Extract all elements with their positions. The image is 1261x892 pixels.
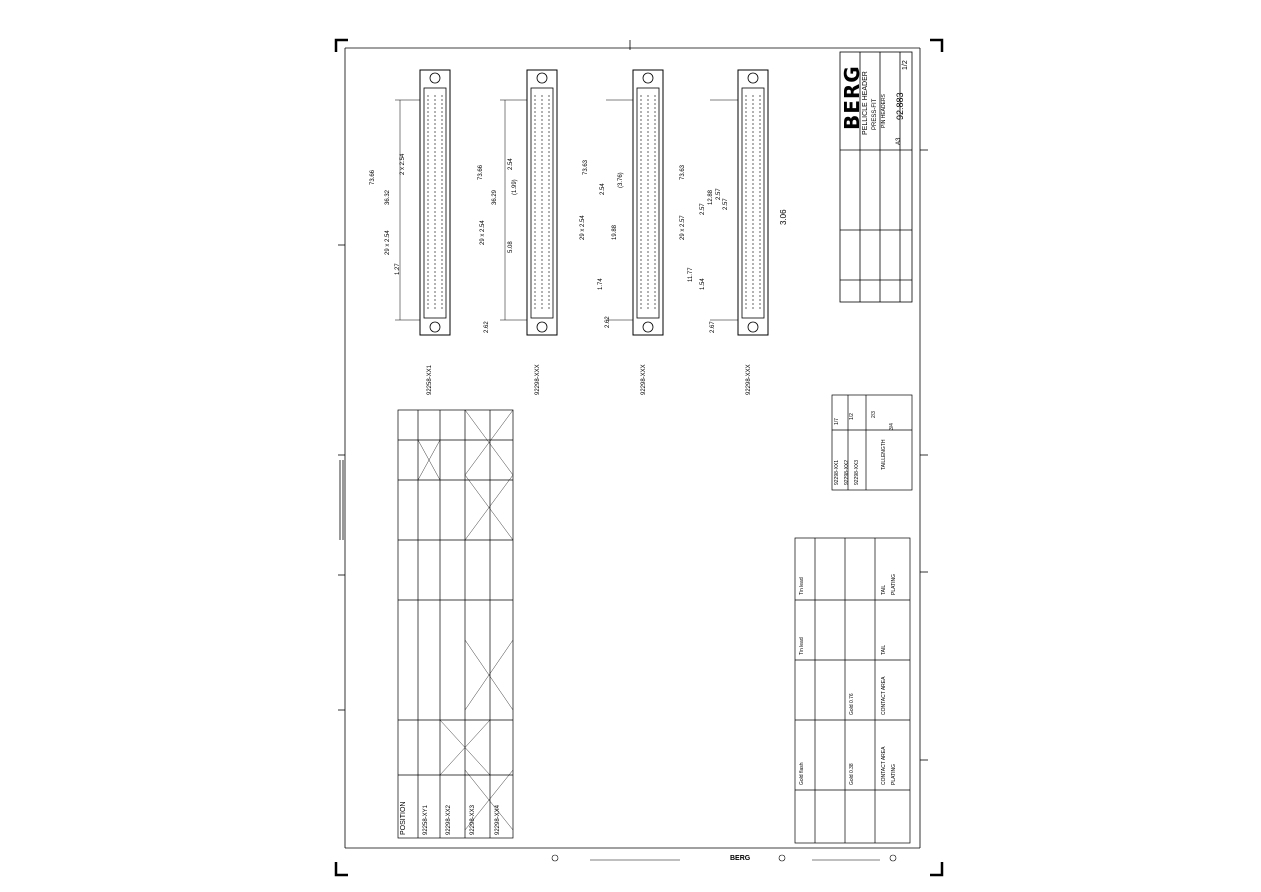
dim-overall-c: 73.63 [583,159,589,175]
dim-overall-a: 73.66 [370,169,376,185]
connector-2 [500,69,558,336]
dim-pitch-a: 29 x 2.54 [385,230,391,255]
sheet-size: A3 [896,137,902,145]
footer [551,854,897,862]
dim-d8: 2.54 [600,183,606,195]
dim-d7: 5.08 [508,241,514,253]
note-line-4: TAIL [881,644,887,655]
note-line-5: TAIL [881,584,887,595]
note-value-5: Tin lead [799,577,805,595]
rev-note: TAILLENGTH [881,439,887,470]
title-line-2: PRESS-FIT [872,98,878,130]
dim-pitch-b: 2 x 2.54 [400,153,406,175]
table-row-2: 92298-XX2 [446,804,452,835]
table-row-4: 92298-XX4 [495,804,501,835]
table-row-1: 92258-XY1 [423,804,429,835]
dim-d14: 2.57 [700,203,706,215]
title-line-3: PIN HEADERS [881,94,887,128]
dim-pitch-e: 29 x 2.57 [680,215,686,240]
dim-d17: 1.54 [700,278,706,290]
dim-d10: 19.88 [612,224,618,240]
title-line-1: PELLICLE HEADER [862,71,869,135]
note-value-2: Gold 0.38 [849,763,855,785]
dim-d16: 2.57 [716,188,722,200]
dim-d5: (1.99) [512,179,518,195]
connector-3 [606,69,664,336]
dim-d11: 1.74 [598,278,604,290]
dim-d12: 2.62 [605,316,611,328]
dim-d13: 73.63 [680,164,686,180]
note-line-6: PLATING [891,573,897,595]
notes-table [794,537,911,844]
note-line-3: CONTACT AREA [881,676,887,715]
rev-label-2: 1/2 [849,413,855,420]
rev-label-3: 2/3 [871,411,877,418]
dim-d4: 2.54 [508,158,514,170]
note-value-4: Tin lead [799,637,805,655]
rev-row-2: 92298-XX2 [844,459,850,485]
rev-row-3: 92298-XX3 [854,459,860,485]
drawing-number: 92.883 [895,92,905,120]
table-header: POSITION [400,801,407,835]
part-label-3: 92298-XXX [641,364,647,395]
table-row-3: 92298-XX3 [470,804,476,835]
dim-d20: 2.67 [710,321,716,333]
title-block [839,51,913,303]
sheet-number: 1/2 [902,60,909,70]
brand-logo: BERG [840,65,864,130]
dim-d6: 2.62 [484,321,490,333]
dim-scale: 3.06 [779,209,788,225]
part-label-4: 92298-XXX [746,364,752,395]
dim-pitch-d: 29 x 2.54 [580,215,586,240]
revision-table [831,394,913,491]
position-table [397,409,514,839]
rev-label-4: 3/4 [889,423,895,430]
dim-d3: 36.29 [492,189,498,205]
frame [338,40,928,849]
part-label-2: 92298-XXX [535,364,541,395]
note-line-2: PLATING [891,763,897,785]
dim-d18: 2.57 [723,198,729,210]
dim-pitch-c: 29 x 2.54 [480,220,486,245]
corner-marks [334,38,944,877]
rev-row-1: 92298-XX1 [834,459,840,485]
connector-1 [395,69,451,336]
note-value-1: Gold flash [799,762,805,785]
dim-d2: 36.32 [385,189,391,205]
dim-d15: 12.88 [708,189,714,205]
dim-overall-b: 73.66 [478,164,484,180]
note-value-3: Gold 0.76 [849,693,855,715]
connector-4 [710,69,769,336]
part-label-1: 92258-XX1 [427,364,433,395]
footer-brand: BERG [730,855,751,862]
note-line-1: CONTACT AREA [881,746,887,785]
dim-d19: 11.77 [688,267,694,282]
dim-d9: (3.76) [618,172,624,188]
rev-label-1: 1/7 [834,418,840,425]
dim-d1: 1.27 [395,263,401,275]
